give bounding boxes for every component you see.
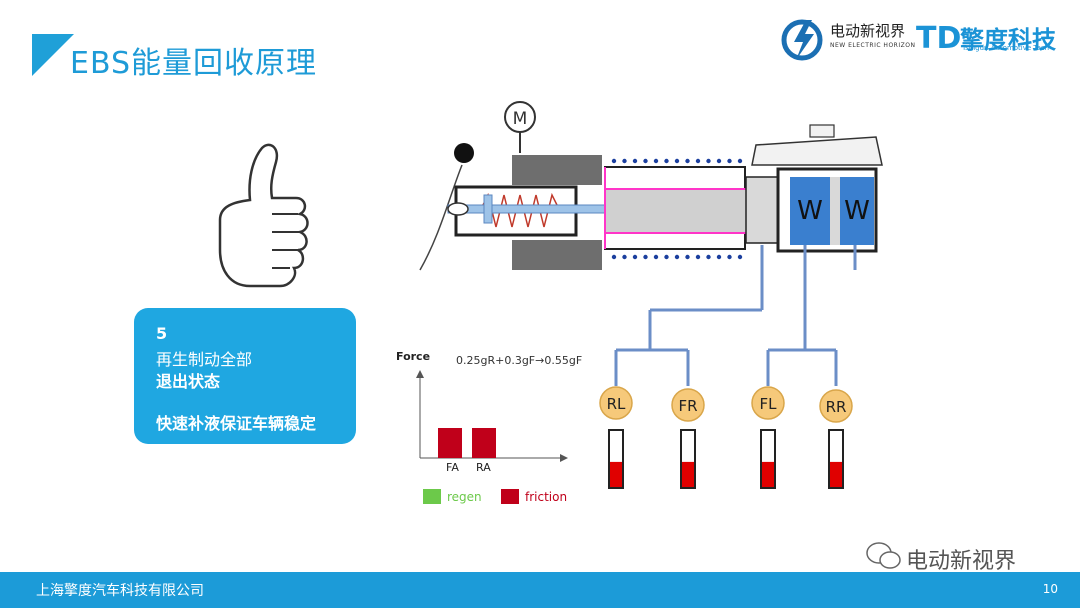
logo-a-subtitle: NEW ELECTRIC HORIZON — [830, 42, 916, 49]
fluid-dot — [674, 254, 680, 260]
thumbs-up-icon — [218, 143, 309, 288]
fluid-dot — [685, 158, 690, 164]
page-title: EBS能量回收原理 — [70, 46, 318, 81]
fluid-dot — [643, 158, 648, 164]
fluid-dot — [695, 158, 701, 164]
bar-friction-fa — [438, 428, 462, 458]
info-line-regen: 再生制动全部 — [156, 350, 253, 369]
return-spring — [479, 192, 561, 228]
legend-swatch-friction — [501, 489, 519, 504]
fluid-dot — [737, 254, 743, 260]
wheel-label: RR — [826, 398, 847, 416]
logo-b-name: 擎度科技 — [960, 26, 1056, 54]
force-bar-chart — [416, 370, 568, 462]
tsingdu-logo-mark: TD — [916, 21, 960, 54]
footer-company: 上海擎度汽车科技有限公司 — [36, 583, 204, 599]
brake-fluid-level — [610, 461, 622, 487]
wheel-caliper-icon — [671, 388, 705, 422]
pedal-cable — [419, 164, 463, 271]
fluid-dot — [664, 158, 669, 164]
brake-lines-lower — [614, 300, 838, 386]
chart-formula: 0.25gR+0.3gF→0.55gF — [456, 354, 583, 367]
chamber-2 — [840, 177, 874, 245]
title-accent-triangle — [32, 34, 74, 76]
brake-lines-upper — [760, 245, 857, 310]
status-info-box: 5 再生制动全部 退出状态 快速补液保证车辆稳定 — [134, 308, 356, 444]
chart-ylabel: Force — [396, 350, 431, 363]
fluid-dot — [653, 158, 659, 164]
bar-friction-ra — [472, 428, 496, 458]
fluid-reservoir — [751, 136, 883, 166]
wheel-label: FL — [760, 395, 778, 413]
wheel-brake-layout: RL FR FL RR — [599, 300, 853, 489]
fluid-dot — [716, 254, 722, 260]
wheel-fr: FR — [671, 388, 705, 489]
wheel-label: RL — [607, 395, 626, 413]
wheel-caliper-icon — [819, 389, 853, 423]
gear-housing-bottom — [512, 240, 602, 270]
info-line-refill: 快速补液保证车辆稳定 — [156, 414, 317, 433]
fluid-dot — [706, 254, 711, 260]
fluid-dot — [706, 158, 711, 164]
spring-symbol-1: W — [797, 196, 823, 226]
fluid-dots — [611, 158, 743, 260]
fluid-dot — [622, 158, 627, 164]
wheel-caliper-icon — [751, 386, 785, 420]
fluid-dot — [727, 254, 732, 260]
logo-b-subtitle: Tsingdu Automotive Tech — [962, 44, 1050, 52]
brake-fluid-level — [682, 461, 694, 487]
wheel-caliper-icon — [599, 386, 633, 420]
chamber-1 — [790, 177, 830, 245]
fluid-dot — [727, 158, 732, 164]
electric-horizon-logo-icon — [781, 19, 823, 61]
category-label-ra: RA — [476, 461, 491, 474]
info-line-exit: 退出状态 — [156, 372, 221, 391]
legend-label-regen: regen — [447, 490, 482, 504]
legend-swatch-regen — [423, 489, 441, 504]
fluid-dot — [674, 158, 680, 164]
fluid-dot — [685, 254, 690, 260]
fluid-dot — [643, 254, 648, 260]
wheel-rl: RL — [599, 386, 633, 489]
footer-bar: 上海擎度汽车科技有限公司 10 — [0, 572, 1080, 608]
spring-symbol-2: W — [844, 196, 870, 226]
category-label-fa: FA — [446, 461, 459, 474]
fluid-dot — [664, 254, 669, 260]
secondary-piston — [745, 176, 779, 244]
step-number: 5 — [156, 324, 168, 343]
wheel-rr: RR — [819, 389, 853, 489]
pedal-knob — [454, 143, 474, 163]
legend-label-friction: friction — [525, 490, 568, 504]
fluid-dot — [611, 254, 617, 260]
fluid-dot — [611, 158, 617, 164]
master-cylinder-piston — [604, 188, 748, 234]
watermark-text: 电动新视界 — [906, 549, 1017, 574]
brake-fluid-level — [830, 461, 842, 487]
brake-fluid-level — [762, 461, 774, 487]
gear-housing-top — [512, 155, 602, 185]
fluid-dot — [632, 158, 638, 164]
fluid-dot — [737, 158, 743, 164]
fluid-dot — [632, 254, 638, 260]
wheel-fl: FL — [751, 386, 785, 489]
fluid-dot — [716, 158, 722, 164]
wechat-icon — [866, 542, 901, 569]
fluid-dot — [622, 254, 627, 260]
motor-symbol: M — [513, 109, 528, 129]
fluid-dot — [695, 254, 701, 260]
wheel-label: FR — [678, 397, 697, 415]
logo-a-name: 电动新视界 — [830, 22, 906, 40]
tsingdu-logo-icon: TD — [916, 21, 960, 54]
fluid-dot — [653, 254, 659, 260]
page-number: 10 — [1042, 582, 1058, 596]
ebs-mechanism-diagram: M W W — [419, 101, 883, 310]
